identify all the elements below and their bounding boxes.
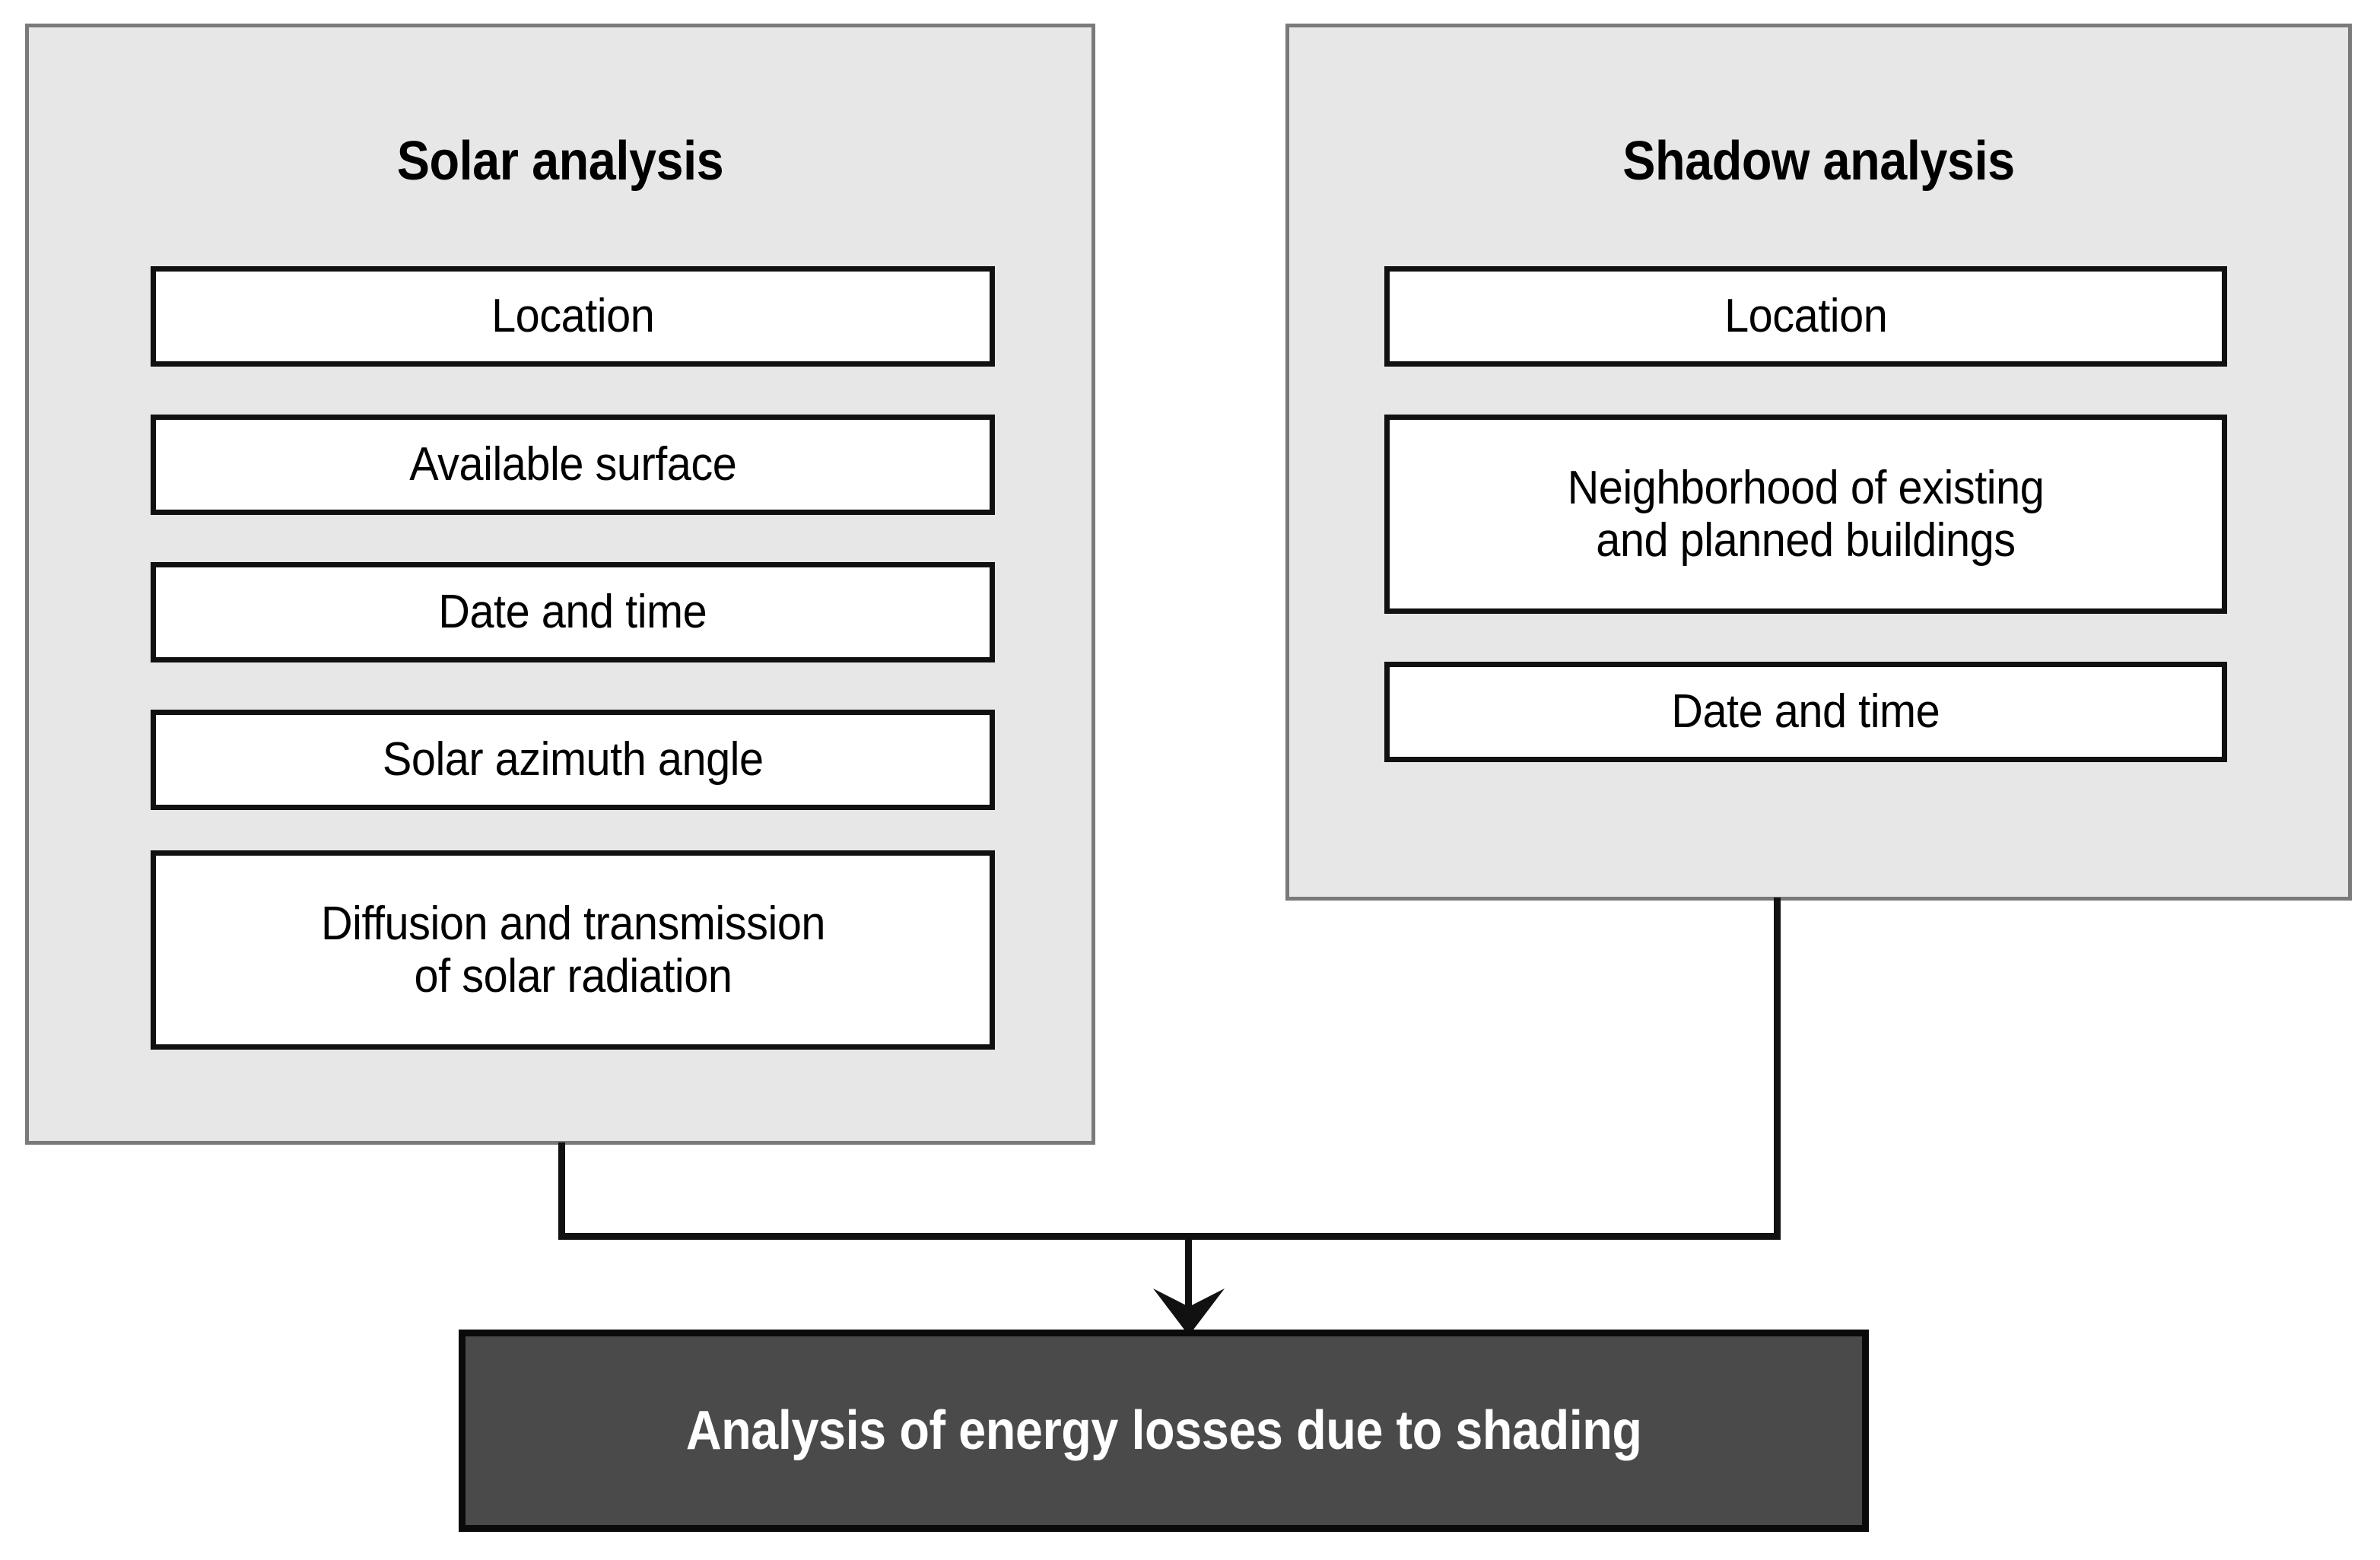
- node-label: Date and time: [1671, 685, 1940, 739]
- node-box: Solar azimuth angle: [151, 710, 995, 810]
- node-box: Diffusion and transmission of solar radi…: [151, 850, 995, 1050]
- node-label: Neighborhood of existing and planned bui…: [1567, 461, 2045, 567]
- node-box: Neighborhood of existing and planned bui…: [1384, 415, 2227, 614]
- connector-line-solar-vertical: [558, 1142, 565, 1240]
- node-box: Location: [1384, 266, 2227, 367]
- arrow-head-icon: [1153, 1288, 1225, 1336]
- node-label: Date and time: [438, 586, 707, 639]
- node-box: Available surface: [151, 415, 995, 515]
- node-box: Date and time: [151, 562, 995, 662]
- connector-line-arrow-stem: [1185, 1233, 1192, 1314]
- group-title-shadow-analysis: Shadow analysis: [1622, 131, 2015, 192]
- group-title-solar-analysis: Solar analysis: [396, 131, 724, 192]
- connector-line-horizontal: [558, 1233, 1781, 1240]
- result-box-energy-loss-analysis: Analysis of energy losses due to shading: [459, 1330, 1869, 1532]
- node-label: Location: [1724, 290, 1888, 343]
- result-label: Analysis of energy losses due to shading: [685, 1400, 1642, 1461]
- node-box: Date and time: [1384, 662, 2227, 762]
- connector-line-shadow-vertical: [1774, 898, 1781, 1240]
- node-label: Solar azimuth angle: [382, 733, 764, 786]
- group-panel-solar-analysis: Solar analysis Location Available surfac…: [25, 24, 1095, 1145]
- node-label: Diffusion and transmission of solar radi…: [320, 897, 825, 1002]
- node-box: Location: [151, 266, 995, 367]
- group-panel-shadow-analysis: Shadow analysis Location Neighborhood of…: [1285, 24, 2352, 901]
- node-label: Location: [491, 290, 655, 343]
- node-label: Available surface: [408, 438, 737, 491]
